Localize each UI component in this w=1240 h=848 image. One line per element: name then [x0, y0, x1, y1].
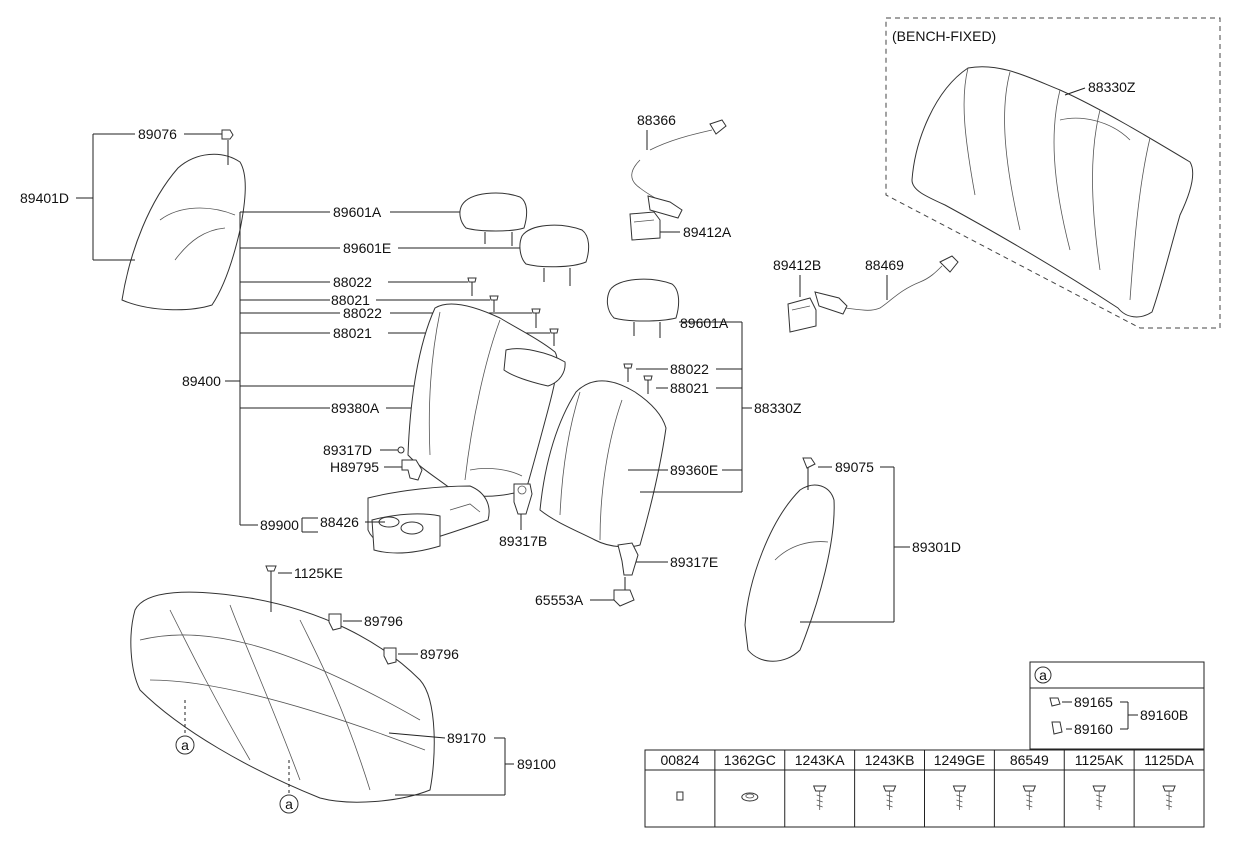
- ref-a-1-label: a: [181, 737, 189, 753]
- label-88366: 88366: [637, 112, 676, 128]
- headrest-89601A-right: 89601A: [606, 278, 742, 338]
- label-89317E: 89317E: [670, 554, 718, 570]
- bench-fixed-inset: (BENCH-FIXED) 88330Z: [885, 17, 1221, 329]
- headrest-89601A-left: [459, 192, 528, 246]
- label-88330Z-bench: 88330Z: [1088, 79, 1136, 95]
- label-89317D: 89317D: [323, 442, 372, 458]
- fastener-icon: [1162, 785, 1176, 810]
- label-65553A: 65553A: [535, 592, 584, 608]
- label-89380A: 89380A: [331, 400, 380, 416]
- fastener-header: 86549: [1010, 752, 1049, 768]
- label-88021-c: 88021: [670, 380, 709, 396]
- label-88426: 88426: [320, 514, 359, 530]
- fastener-icon: [1022, 785, 1037, 810]
- label-1125KE: 1125KE: [294, 565, 343, 581]
- cable-88469: 89412B 88469: [773, 255, 959, 333]
- label-88022-b: 88022: [343, 305, 382, 321]
- ref-marker-a-2: a: [279, 760, 299, 814]
- headrest-89601E: [519, 224, 590, 286]
- label-88021-b: 88021: [333, 325, 372, 341]
- bench-seatback-drawing: [911, 66, 1194, 318]
- armrest-89900: 88426: [301, 485, 490, 554]
- latch-89317B: 89317B: [499, 483, 547, 549]
- label-89412B: 89412B: [773, 257, 821, 273]
- label-89317B: 89317B: [499, 533, 547, 549]
- cable-88366: 88366 89412A: [629, 112, 732, 241]
- ref-box-a: a 89165 89160 89160B: [1029, 661, 1205, 750]
- label-89796-b: 89796: [420, 646, 459, 662]
- label-89301D: 89301D: [912, 539, 961, 555]
- label-89601A-right: 89601A: [680, 315, 729, 331]
- fastener-header: 00824: [660, 752, 699, 768]
- bolts-right: 88022 88021: [623, 361, 742, 396]
- label-H89795: H89795: [330, 459, 379, 475]
- fastener-header: 1125DA: [1144, 752, 1194, 768]
- fastener-header: 1243KB: [865, 752, 915, 768]
- left-side-bolster: 89076 89401D: [20, 126, 246, 311]
- fastener-header: 1362GC: [724, 752, 776, 768]
- fastener-icon: [882, 785, 897, 810]
- fastener-icon: [676, 791, 684, 801]
- bench-fixed-label: (BENCH-FIXED): [892, 28, 996, 44]
- fastener-header: 1249GE: [934, 752, 985, 768]
- bracket-89317E: 89317E 65553A: [535, 542, 718, 608]
- label-88022-c: 88022: [670, 361, 709, 377]
- label-89601E: 89601E: [343, 240, 391, 256]
- clip-89796-b: 89796: [383, 646, 459, 665]
- bolts-left: [467, 277, 559, 346]
- label-89412A: 89412A: [683, 224, 732, 240]
- fastener-table: 00824 1362GC 1243KA 1243KB 1249GE 86549 1125AK…: [644, 749, 1205, 828]
- label-89900: 89900: [260, 517, 299, 533]
- label-89075: 89075: [835, 459, 874, 475]
- label-89100: 89100: [517, 756, 556, 772]
- label-89400: 89400: [182, 373, 221, 389]
- ref-box-marker: a: [1039, 667, 1047, 683]
- ref-box-89165: 89165: [1074, 694, 1113, 710]
- seat-cushion-89100: 89170 89100: [130, 591, 556, 803]
- leaders-89400: 89601A 89601E 88022 88021 88022 88021 89…: [182, 204, 550, 533]
- ref-marker-a-1: a: [175, 700, 195, 755]
- seatback-88330Z: 88330Z 89360E: [539, 322, 802, 548]
- label-89170: 89170: [447, 730, 486, 746]
- ref-box-89160: 89160: [1074, 721, 1113, 737]
- fastener-icon: [812, 785, 827, 810]
- label-89601A-left: 89601A: [333, 204, 382, 220]
- bolt-1125KE: 1125KE: [265, 565, 343, 612]
- right-side-bolster: 89075 89301D: [744, 457, 961, 662]
- fastener-header: 1243KA: [795, 752, 845, 768]
- bracket-89317D: 89317D H89795: [323, 442, 423, 481]
- ref-a-2-label: a: [285, 796, 293, 812]
- label-88469: 88469: [865, 257, 904, 273]
- label-89401D: 89401D: [20, 190, 69, 206]
- ref-box-89160B: 89160B: [1140, 707, 1188, 723]
- fastener-header: 1125AK: [1075, 752, 1124, 768]
- label-88022-a: 88022: [333, 274, 372, 290]
- fastener-icon: [952, 785, 967, 810]
- label-89796-a: 89796: [364, 613, 403, 629]
- clip-89796-a: 89796: [328, 613, 403, 631]
- label-88021-a: 88021: [331, 292, 370, 308]
- label-88330Z: 88330Z: [754, 400, 802, 416]
- fastener-icon: [1092, 785, 1106, 810]
- fastener-icon: [741, 792, 759, 802]
- label-89360E: 89360E: [670, 462, 718, 478]
- label-89076: 89076: [138, 126, 177, 142]
